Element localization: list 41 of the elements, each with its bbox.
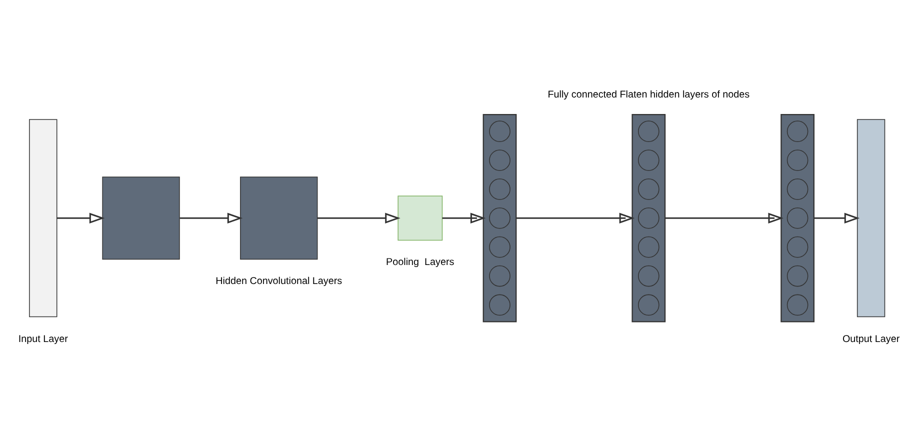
arrow <box>442 212 486 224</box>
node-circle <box>786 120 808 142</box>
node-circle <box>638 150 660 171</box>
node-circle <box>638 207 660 229</box>
cluster <box>632 114 666 322</box>
node-label: Output Layer <box>842 334 900 345</box>
arrow <box>317 212 400 224</box>
node-box <box>398 196 443 241</box>
node-circle <box>489 150 510 171</box>
cluster <box>482 114 517 322</box>
arrow <box>516 212 635 224</box>
node-circle <box>786 236 808 258</box>
node-circle <box>489 294 510 316</box>
node-bar <box>856 119 886 318</box>
arrow <box>665 212 784 224</box>
node-circle <box>489 120 510 142</box>
label: Hidden Convolutional Layers <box>216 276 342 287</box>
node-circle <box>638 236 660 258</box>
label: Fully connected Flaten hidden layers of nodes <box>548 89 750 100</box>
node-circle <box>786 178 808 200</box>
node-label: Input Layer <box>18 334 68 345</box>
node-circle <box>786 207 808 229</box>
label: Pooling Layers <box>386 256 454 268</box>
node-circle <box>638 265 660 287</box>
node-circle <box>786 150 808 171</box>
cluster <box>780 114 814 322</box>
arrow <box>180 212 243 224</box>
node-circle <box>489 207 510 229</box>
node-box <box>240 176 318 260</box>
node-bar <box>29 119 58 318</box>
arrow <box>814 212 860 224</box>
node-circle <box>638 120 660 142</box>
node-box <box>102 176 180 260</box>
arrow <box>56 212 105 224</box>
node-circle <box>638 294 660 316</box>
node-circle <box>489 236 510 258</box>
node-circle <box>638 178 660 200</box>
node-circle <box>786 294 808 316</box>
node-circle <box>786 265 808 287</box>
node-circle <box>489 265 510 287</box>
node-circle <box>489 178 510 200</box>
